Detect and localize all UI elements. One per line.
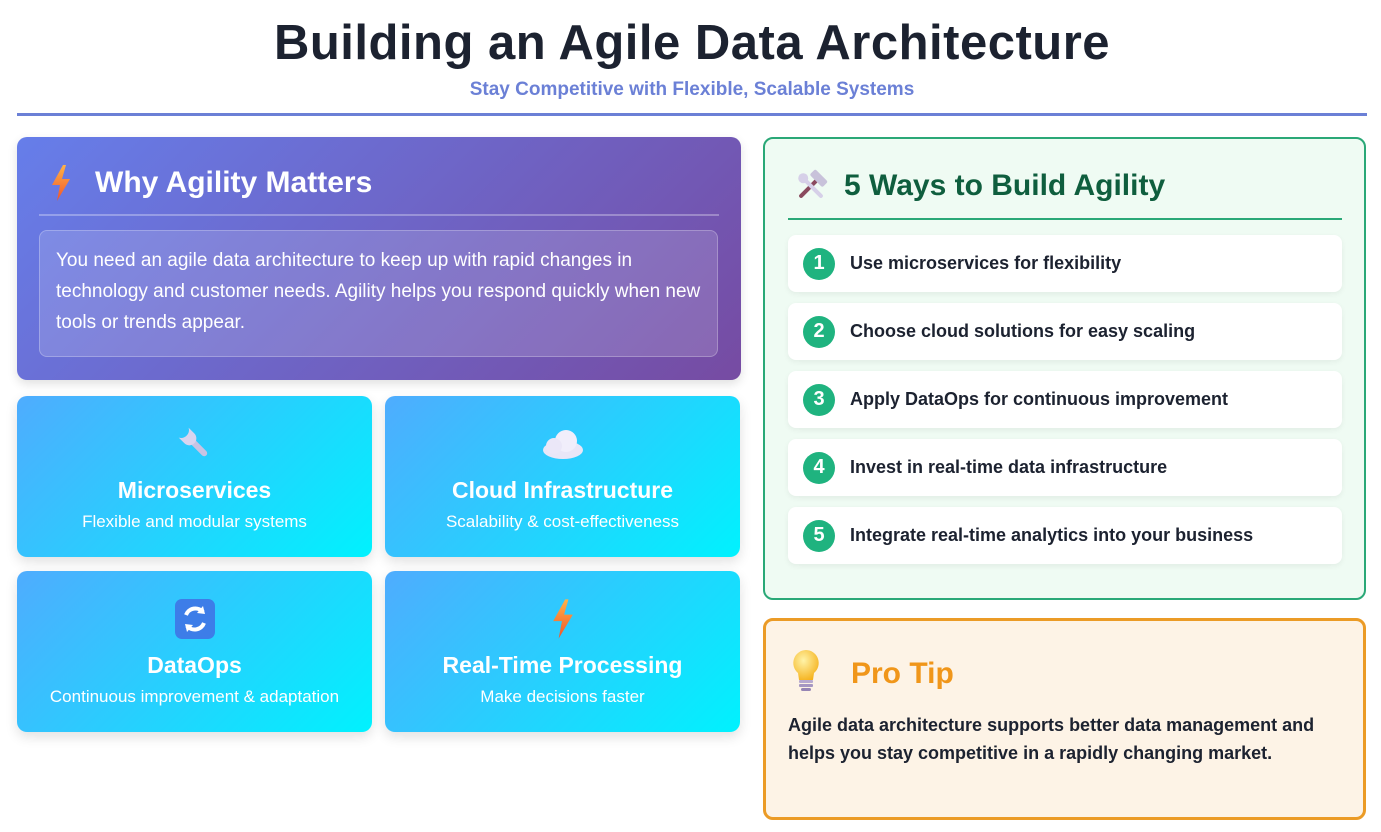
pro-tip-card: Pro Tip Agile data architecture supports… [763, 618, 1366, 820]
lightning-icon [39, 163, 83, 203]
feature-title: DataOps [147, 652, 242, 678]
way-text: Invest in real-time data infrastructure [850, 457, 1168, 477]
way-item: 4 Invest in real-time data infrastructur… [788, 439, 1342, 496]
feature-title: Cloud Infrastructure [451, 477, 674, 503]
feature-desc: Flexible and modular systems [82, 512, 307, 531]
why-agility-text: You need an agile data architecture to k… [56, 250, 701, 333]
why-agility-header: Why Agility Matters [39, 163, 719, 216]
why-agility-body: You need an agile data architecture to k… [39, 230, 718, 357]
feature-card-microservices: Microservices Flexible and modular syste… [17, 396, 372, 557]
way-item: 2 Choose cloud solutions for easy scalin… [788, 303, 1342, 360]
step-number-badge: 2 [803, 315, 835, 348]
step-number-badge: 1 [803, 247, 835, 280]
pro-tip-header: Pro Tip [791, 649, 954, 698]
feature-title: Real-Time Processing [442, 652, 683, 678]
step-number-badge: 3 [803, 383, 835, 416]
feature-card-realtime: Real-Time Processing Make decisions fast… [385, 571, 740, 732]
why-agility-title: Why Agility Matters [95, 166, 373, 199]
pro-tip-text: Agile data architecture supports better … [788, 715, 1315, 763]
ways-card: 5 Ways to Build Agility 1 Use microservi… [763, 137, 1366, 600]
why-agility-card: Why Agility Matters You need an agile da… [17, 137, 741, 380]
refresh-icon [17, 597, 372, 641]
page-subtitle: Stay Competitive with Flexible, Scalable… [469, 79, 915, 100]
page-title: Building an Agile Data Architecture [273, 16, 1111, 70]
ways-header: 5 Ways to Build Agility [788, 164, 1342, 220]
feature-desc: Continuous improvement & adaptation [49, 687, 340, 706]
cloud-icon [385, 422, 740, 466]
wrench-icon [17, 422, 372, 466]
way-item: 5 Integrate real-time analytics into you… [788, 507, 1342, 564]
feature-card-dataops: DataOps Continuous improvement & adaptat… [17, 571, 372, 732]
way-text: Apply DataOps for continuous improvement [850, 389, 1229, 409]
way-item: 1 Use microservices for flexibility [788, 235, 1342, 292]
page-header: Building an Agile Data Architecture Stay… [17, 0, 1367, 116]
ways-title: 5 Ways to Build Agility [844, 169, 1166, 202]
way-text: Integrate real-time analytics into your … [850, 525, 1254, 545]
feature-desc: Scalability & cost-effectiveness [445, 512, 680, 531]
lightning-icon [385, 597, 740, 641]
way-text: Choose cloud solutions for easy scaling [850, 321, 1196, 341]
way-text: Use microservices for flexibility [850, 253, 1122, 273]
feature-desc: Make decisions faster [480, 687, 645, 706]
step-number-badge: 4 [803, 451, 835, 484]
feature-title: Microservices [117, 477, 272, 503]
feature-card-cloud: Cloud Infrastructure Scalability & cost-… [385, 396, 740, 557]
hammer-wrench-icon [788, 164, 834, 208]
way-item: 3 Apply DataOps for continuous improveme… [788, 371, 1342, 428]
lightbulb-icon [791, 649, 821, 698]
step-number-badge: 5 [803, 519, 835, 552]
pro-tip-title: Pro Tip [851, 656, 954, 690]
